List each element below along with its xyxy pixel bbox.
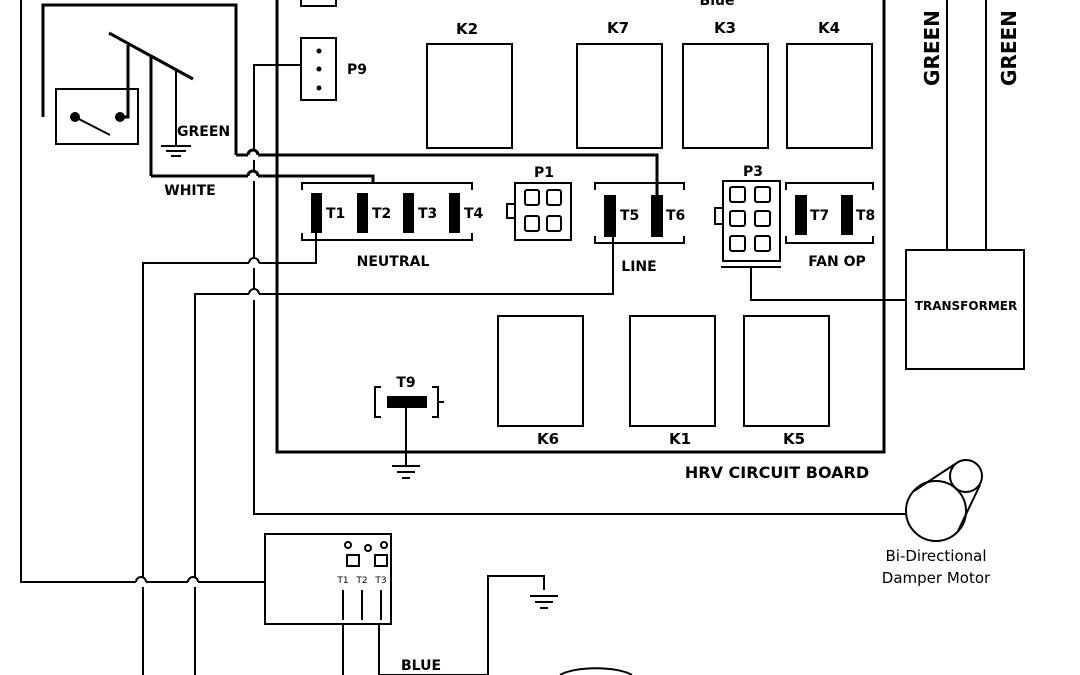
relay-k6: K6 — [497, 315, 584, 448]
motor-label-line1: Bi-Directional — [886, 547, 987, 565]
relay-k1-label: K1 — [669, 430, 691, 448]
p1-label: P1 — [534, 165, 554, 181]
switch-box: T1 T2 T3 BLUE — [264, 533, 633, 675]
neutral-terminal-block: T1 T2 T3 T4 NEUTRAL — [301, 182, 484, 270]
wall-switch: GREEN WHITE — [41, 3, 238, 199]
p9-label: P9 — [347, 62, 367, 78]
switch-t1-label: T1 — [336, 576, 348, 586]
relay-k6-label: K6 — [537, 430, 559, 448]
damper-motor: Bi-Directional Damper Motor — [882, 459, 991, 587]
fan-op-label: FAN OP — [808, 254, 866, 270]
relay-k4: K4 — [786, 19, 873, 149]
right-green-label-1: GREEN — [920, 10, 944, 86]
relay-k1: K1 — [629, 315, 716, 448]
terminal-t9: T9 — [374, 375, 444, 479]
relay-k2: K2 — [426, 20, 513, 149]
transformer-label: TRANSFORMER — [915, 299, 1017, 313]
transformer: TRANSFORMER — [905, 249, 1025, 370]
terminal-t6-label: T6 — [666, 208, 685, 224]
wiring — [20, 0, 987, 675]
white-wire-label: WHITE — [164, 183, 215, 199]
relay-k3-label: K3 — [714, 19, 736, 37]
hrv-circuit-board: Blue HRV CIRCUIT BOARD — [275, 0, 886, 482]
switch-t3-label: T3 — [374, 576, 386, 586]
switch-t2-label: T2 — [355, 576, 367, 586]
fan-op-terminal-block: T7 T8 FAN OP — [785, 182, 875, 270]
top-connector — [300, 0, 337, 7]
terminal-t1-label: T1 — [326, 206, 345, 222]
line-terminal-block: T5 T6 LINE — [594, 182, 685, 275]
terminal-t2-label: T2 — [372, 206, 391, 222]
relay-k7-label: K7 — [607, 19, 629, 37]
terminal-t3-label: T3 — [418, 206, 437, 222]
relay-k4-label: K4 — [818, 19, 840, 37]
p9-connector: P9 — [300, 37, 367, 101]
right-green-label-2: GREEN — [997, 10, 1021, 86]
relay-k7: K7 — [576, 19, 663, 149]
relay-k3: K3 — [682, 19, 769, 149]
relay-k5-label: K5 — [783, 430, 805, 448]
terminal-t7-label: T7 — [810, 208, 829, 224]
neutral-label: NEUTRAL — [357, 254, 430, 270]
relay-k2-label: K2 — [456, 20, 478, 38]
terminal-t8-label: T8 — [856, 208, 875, 224]
p1-connector: P1 — [506, 165, 572, 241]
p3-connector: P3 — [714, 164, 781, 268]
green-wire-label: GREEN — [177, 124, 230, 140]
blue-wire-label: BLUE — [401, 658, 441, 674]
terminal-t9-label: T9 — [396, 375, 415, 391]
terminal-t5-label: T5 — [620, 208, 639, 224]
motor-label-line2: Damper Motor — [882, 569, 991, 587]
line-label: LINE — [621, 259, 656, 275]
p3-label: P3 — [743, 164, 763, 180]
top-cut-label: Blue — [700, 0, 735, 9]
relay-k5: K5 — [743, 315, 830, 448]
board-title: HRV CIRCUIT BOARD — [685, 463, 869, 482]
terminal-t4-label: T4 — [464, 206, 484, 222]
